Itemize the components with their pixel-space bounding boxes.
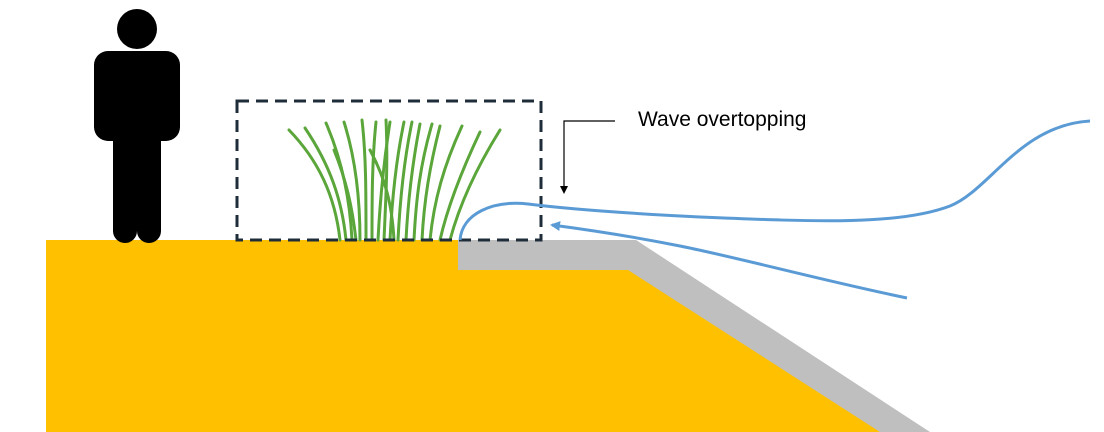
incoming-wave-arrow <box>550 221 908 300</box>
wave-overtopping-label: Wave overtopping <box>638 108 807 131</box>
highlight-box <box>235 99 543 242</box>
grass-icon <box>287 118 502 242</box>
overtopping-water-line <box>458 119 1091 241</box>
annotation-leader <box>560 120 615 194</box>
revetment <box>458 240 930 432</box>
person-icon <box>94 9 180 243</box>
